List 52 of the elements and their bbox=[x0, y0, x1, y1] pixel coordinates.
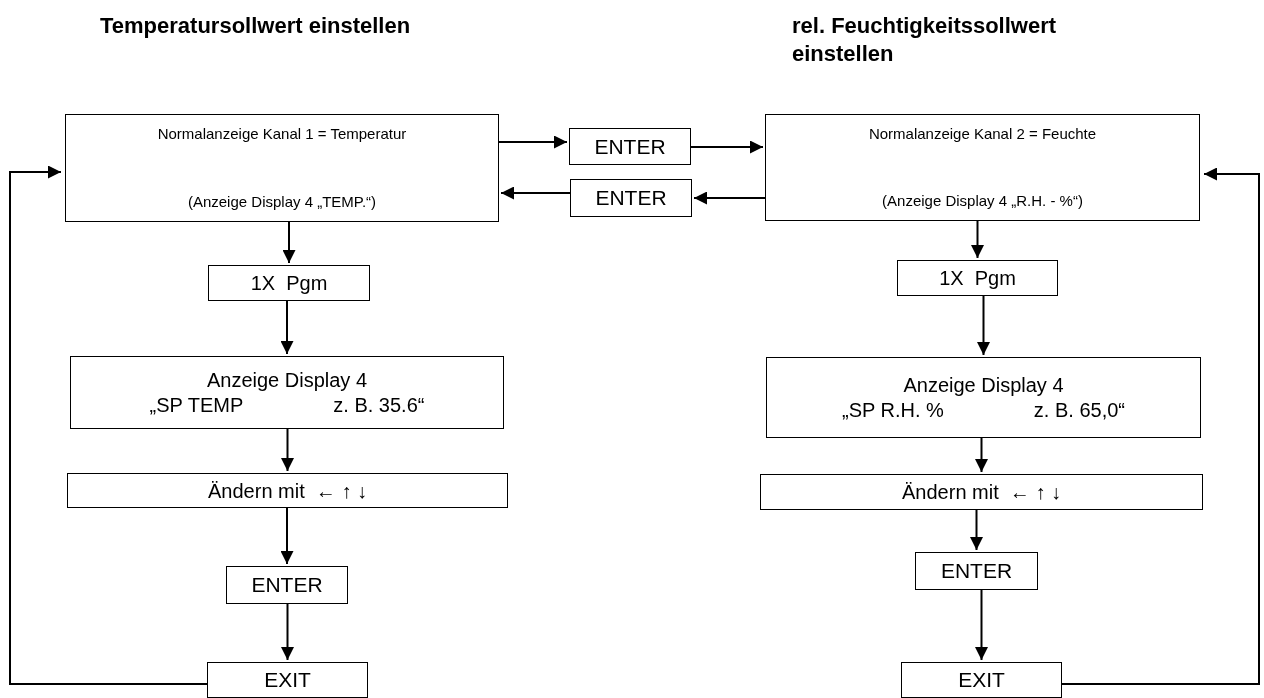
arrow bbox=[498, 135, 568, 149]
arrow bbox=[281, 428, 294, 472]
arrow bbox=[975, 589, 988, 661]
heading: rel. Feuchtigkeitssollwert einstellen bbox=[792, 12, 1058, 67]
box-text: EXIT bbox=[958, 667, 1005, 694]
process-box bbox=[65, 114, 499, 222]
box-text: (Anzeige Display 4 „TEMP.“) bbox=[187, 191, 377, 212]
arrow bbox=[970, 509, 983, 551]
box-text: ENTER bbox=[595, 185, 667, 212]
process-box bbox=[897, 260, 1058, 296]
process-box bbox=[569, 128, 691, 165]
arrow bbox=[9, 165, 208, 685]
process-box bbox=[207, 662, 368, 698]
box-text: ENTER bbox=[940, 558, 1013, 585]
box-text: „SP R.H. % bbox=[842, 397, 944, 423]
process-box bbox=[915, 552, 1038, 590]
arrow bbox=[1061, 167, 1260, 685]
process-box bbox=[226, 566, 348, 604]
arrow bbox=[500, 186, 571, 200]
box-text: ENTER bbox=[594, 133, 666, 160]
box-text: 1X Pgm bbox=[939, 266, 1016, 291]
heading: Temperatursollwert einstellen bbox=[100, 12, 411, 40]
arrow bbox=[977, 295, 990, 356]
arrow bbox=[693, 191, 766, 205]
box-text: Normalanzeige Kanal 1 = Temperatur bbox=[157, 124, 407, 144]
box-text: Normalanzeige Kanal 2 = Feuchte bbox=[868, 124, 1097, 144]
arrow bbox=[282, 221, 296, 264]
box-text: z. B. 65,0“ bbox=[1033, 397, 1125, 423]
arrow bbox=[975, 437, 988, 473]
arrow bbox=[280, 507, 294, 565]
box-text: „SP TEMP bbox=[149, 392, 244, 418]
box-text: EXIT bbox=[264, 667, 311, 694]
process-box bbox=[766, 357, 1201, 438]
process-box bbox=[67, 473, 508, 508]
arrow bbox=[971, 220, 984, 259]
arrow bbox=[690, 140, 764, 154]
box-text: 1X Pgm bbox=[250, 271, 328, 296]
process-box bbox=[765, 114, 1200, 221]
process-box bbox=[208, 265, 370, 301]
box-text: (Anzeige Display 4 „R.H. - %“) bbox=[882, 190, 1083, 211]
box-text: Anzeige Display 4 bbox=[206, 367, 368, 393]
box-text: Ändern mit ← ↑ ↓ bbox=[902, 480, 1061, 505]
box-text: ENTER bbox=[251, 572, 323, 599]
box-text: Ändern mit ← ↑ ↓ bbox=[208, 478, 367, 504]
process-box bbox=[570, 179, 692, 217]
box-text: z. B. 35.6“ bbox=[333, 392, 425, 418]
process-box bbox=[901, 662, 1062, 698]
process-box bbox=[70, 356, 504, 429]
arrow bbox=[280, 300, 294, 355]
box-text: Anzeige Display 4 bbox=[903, 372, 1064, 398]
arrow bbox=[281, 603, 294, 661]
process-box bbox=[760, 474, 1203, 510]
